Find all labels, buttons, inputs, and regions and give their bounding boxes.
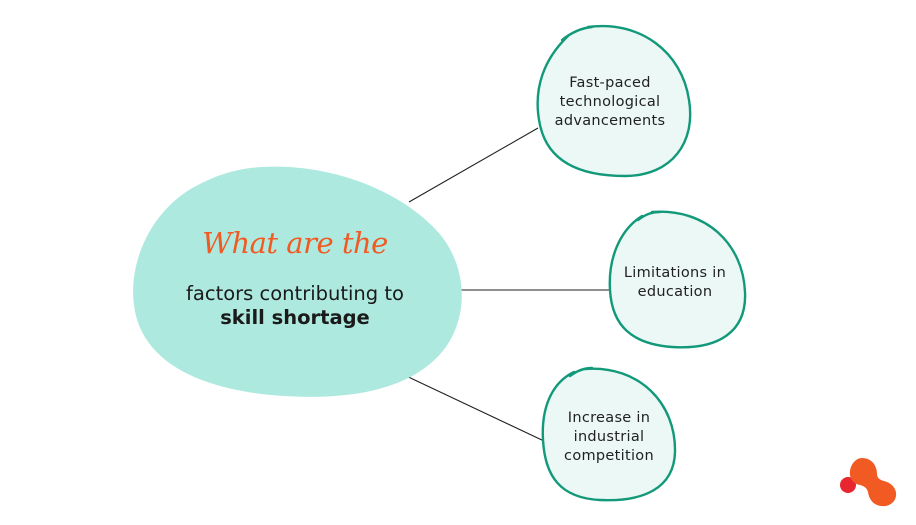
node-line: technological [559,94,661,110]
node-label-limitations: Limitations in education [600,264,750,302]
connector-top [408,127,539,203]
node-line: industrial [573,429,645,445]
node-blob-bottom [541,367,677,502]
center-title-line1: factors contributing to [186,282,404,305]
node-line: Limitations in [623,265,727,281]
node-blob-bottom-tail [568,366,594,378]
node-blob-top [536,24,692,178]
node-line: competition [564,448,654,464]
node-label-competition: Increase in industrial competition [530,409,688,466]
node-line: education [637,284,713,300]
connector-bottom [401,373,545,442]
center-blob [133,166,462,397]
node-line: Fast-paced [569,75,651,91]
center-script-heading: What are the [202,226,388,260]
node-line: Increase in [567,410,651,426]
node-blob-middle [608,210,747,349]
center-title-line2: skill shortage [220,306,370,329]
node-line: advancements [554,113,666,129]
node-blob-top-tail [560,25,594,42]
brand-logo-icon [840,458,897,507]
node-label-fast-paced: Fast-paced technological advancements [530,74,690,131]
node-blob-middle-tail [636,210,662,222]
